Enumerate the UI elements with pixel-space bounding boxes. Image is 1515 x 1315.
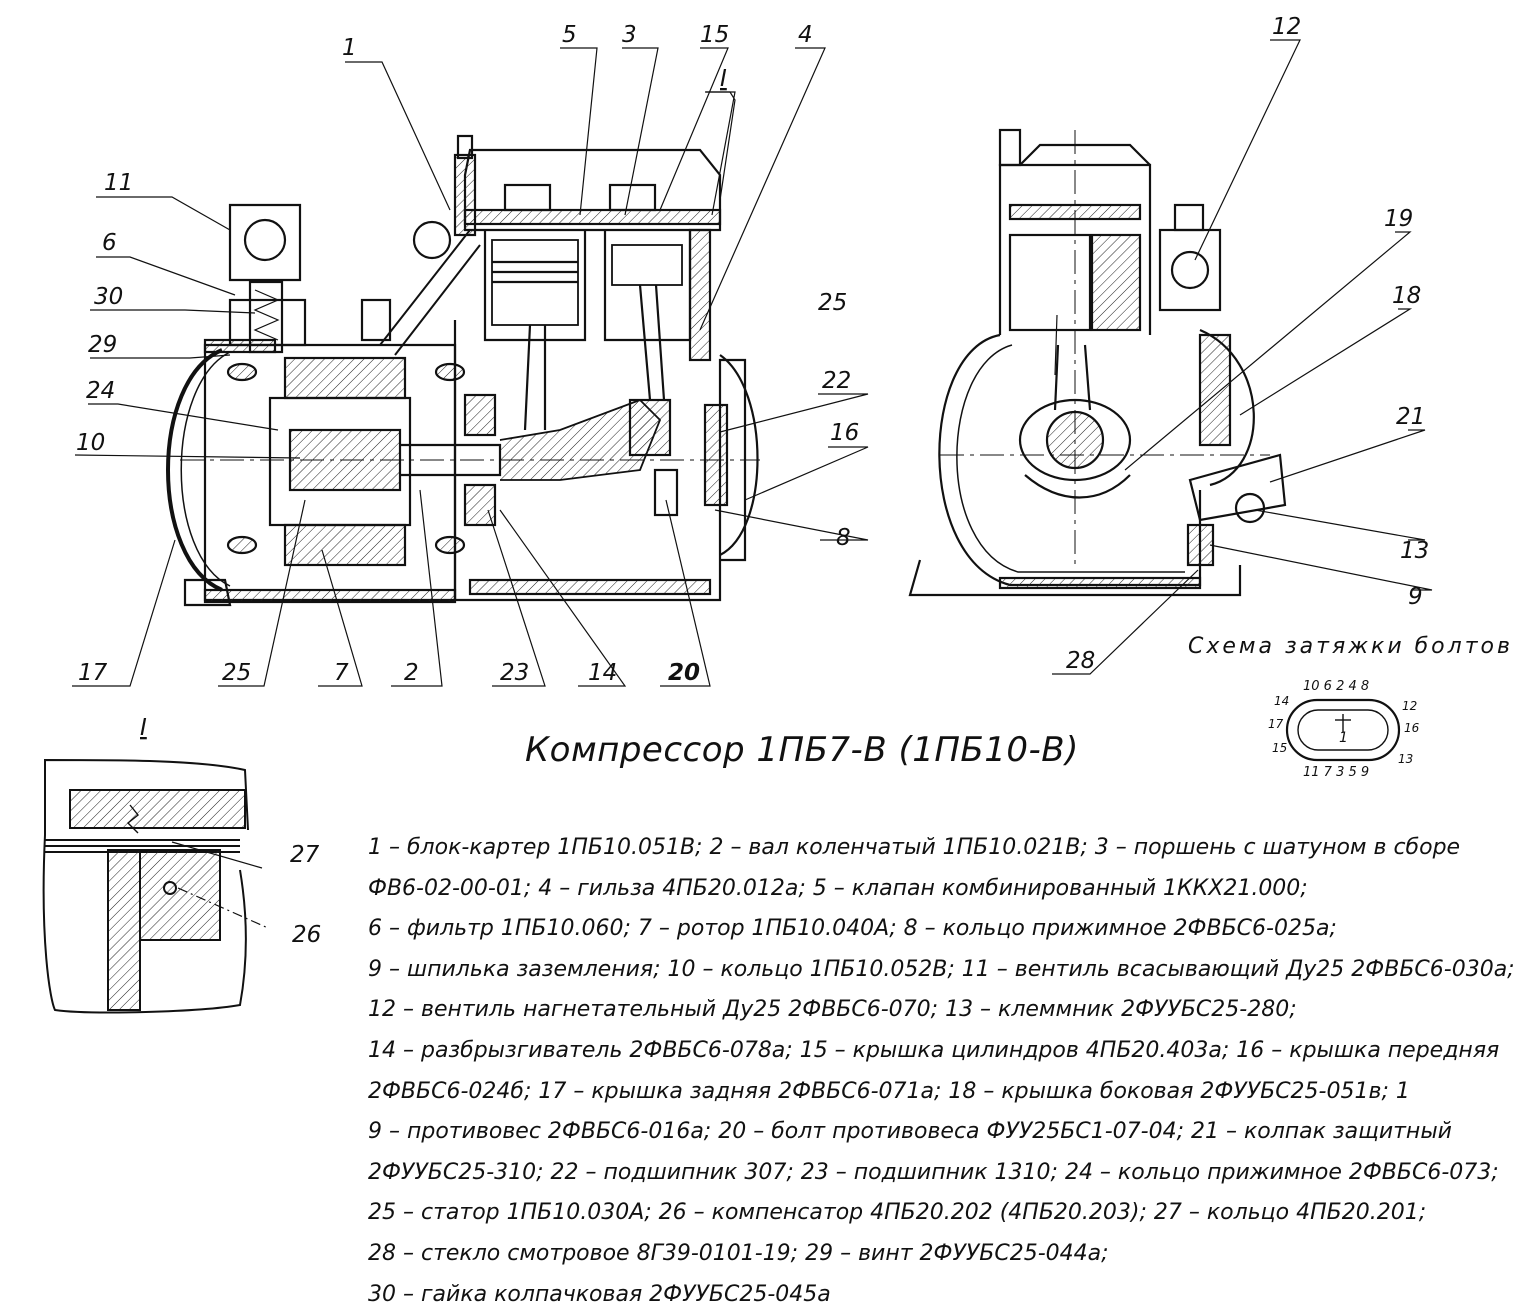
legend-line: 9 – шпилька заземления; 10 – кольцо 1ПБ1… bbox=[368, 956, 1515, 982]
callout-5: 5 bbox=[562, 22, 577, 48]
callout-7: 7 bbox=[334, 660, 349, 686]
callout-29: 29 bbox=[88, 332, 117, 358]
stator bbox=[283, 356, 407, 400]
legend-line: 30 – гайка колпачковая 2ФУУБС25-045а bbox=[368, 1281, 831, 1307]
callout-19: 19 bbox=[1384, 206, 1413, 232]
legend-line: 6 – фильтр 1ПБ10.060; 7 – ротор 1ПБ10.04… bbox=[368, 916, 1337, 942]
callout-9: 9 bbox=[1408, 584, 1423, 610]
legend-line: 2ФВБС6-024б; 17 – крышка задняя 2ФВБС6-0… bbox=[368, 1078, 1410, 1104]
crankcase-block bbox=[453, 320, 747, 602]
bolt-center-1: 1 bbox=[1339, 730, 1348, 746]
bolt-tightening-scheme bbox=[1285, 698, 1401, 762]
leader-lines bbox=[72, 39, 1433, 687]
bolt-right-12: 12 bbox=[1402, 699, 1417, 713]
front-cover bbox=[719, 354, 759, 556]
callout-20: 20 bbox=[668, 660, 700, 686]
callout-26: 26 bbox=[292, 922, 321, 948]
longitudinal-section-view bbox=[166, 134, 760, 607]
callout-18: 18 bbox=[1392, 283, 1421, 309]
callout-numbers: 1 5 3 15 4 11 6 30 29 24 10 25 22 16 8 1… bbox=[76, 14, 1429, 948]
callout-30: 30 bbox=[94, 284, 123, 310]
detail-view bbox=[42, 758, 269, 1014]
callout-3: 3 bbox=[622, 22, 637, 48]
legend-line: 9 – противовес 2ФВБС6-016а; 20 – болт пр… bbox=[368, 1119, 1452, 1145]
bolt-right-16: 16 bbox=[1404, 721, 1420, 735]
bolt-left-17: 17 bbox=[1268, 717, 1284, 731]
legend-line: 12 – вентиль нагнетательный Ду25 2ФВБС6-… bbox=[368, 997, 1297, 1023]
cross-section-view bbox=[908, 128, 1287, 597]
callout-25-top: 25 bbox=[818, 290, 847, 316]
callout-16: 16 bbox=[830, 420, 859, 446]
callout-6: 6 bbox=[102, 230, 117, 256]
callout-21: 21 bbox=[1396, 404, 1425, 430]
rear-cover bbox=[166, 348, 223, 592]
callout-22: 22 bbox=[822, 368, 851, 394]
parts-legend: 1 – блок-картер 1ПБ10.051В; 2 – вал коле… bbox=[368, 828, 1515, 1315]
bolt-top-numbers: 10 6 2 4 8 bbox=[1303, 679, 1369, 694]
callout-4: 4 bbox=[798, 22, 813, 48]
callout-13: 13 bbox=[1400, 538, 1429, 564]
callout-24: 24 bbox=[86, 378, 115, 404]
callout-11: 11 bbox=[104, 170, 133, 196]
section-mark-i: I bbox=[720, 66, 727, 92]
legend-line: 25 – статор 1ПБ10.030А; 26 – компенсатор… bbox=[368, 1200, 1427, 1226]
bolt-left-14: 14 bbox=[1274, 694, 1289, 708]
terminal-box bbox=[1188, 453, 1287, 522]
callout-1: 1 bbox=[342, 35, 357, 61]
bolt-left-15: 15 bbox=[1272, 741, 1287, 755]
suction-valve bbox=[228, 203, 302, 282]
callout-27: 27 bbox=[290, 842, 320, 868]
callout-28: 28 bbox=[1066, 648, 1095, 674]
callout-15: 15 bbox=[700, 22, 729, 48]
legend-line: ФВ6-02-00-01; 4 – гильза 4ПБ20.012а; 5 –… bbox=[368, 875, 1308, 901]
bolt-right-13: 13 bbox=[1398, 752, 1413, 766]
callout-23: 23 bbox=[500, 660, 529, 686]
bolt-scheme-title: Схема затяжки болтов bbox=[1188, 634, 1513, 659]
legend-line: 2ФУУБС25-310; 22 – подшипник 307; 23 – п… bbox=[368, 1159, 1499, 1185]
callout-8: 8 bbox=[836, 525, 851, 551]
callout-14: 14 bbox=[588, 660, 617, 686]
callout-12: 12 bbox=[1272, 14, 1301, 40]
discharge-valve bbox=[1158, 228, 1222, 312]
bolt-bottom-numbers: 11 7 3 5 9 bbox=[1303, 765, 1369, 780]
crankcase-cross bbox=[938, 333, 1202, 587]
callout-17: 17 bbox=[78, 660, 108, 686]
legend-line: 14 – разбрызгиватель 2ФВБС6-078а; 15 – к… bbox=[368, 1037, 1500, 1063]
drawing-title: Компрессор 1ПБ7-В (1ПБ10-В) bbox=[525, 730, 1079, 770]
callout-2: 2 bbox=[404, 660, 419, 686]
bolt-scheme-numbers: 10 6 2 4 8 11 7 3 5 9 14 17 15 12 16 13 … bbox=[1268, 679, 1420, 780]
legend-line: 1 – блок-картер 1ПБ10.051В; 2 – вал коле… bbox=[368, 835, 1461, 860]
cylinder-left bbox=[483, 230, 587, 342]
legend-line: 28 – стекло смотровое 8Г39-0101-19; 29 –… bbox=[368, 1240, 1109, 1266]
detail-label: I bbox=[140, 715, 147, 741]
callout-25: 25 bbox=[222, 660, 251, 686]
callout-10: 10 bbox=[76, 430, 105, 456]
piston-right bbox=[611, 244, 683, 286]
